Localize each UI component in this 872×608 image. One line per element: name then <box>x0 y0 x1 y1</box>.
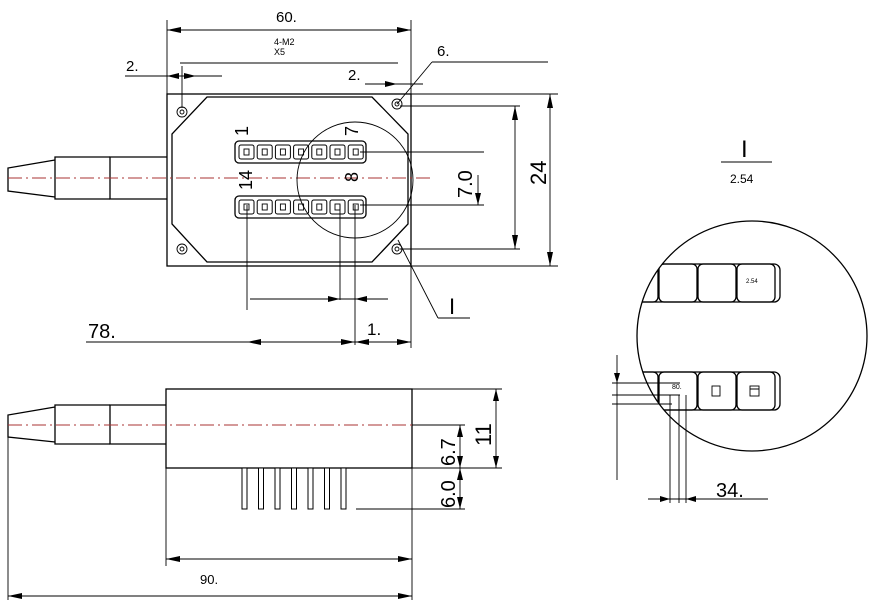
holes-note-line2: X5 <box>274 47 285 57</box>
holes-note-line1: 4-M2 <box>274 37 295 47</box>
side-pin <box>258 467 264 510</box>
connector-pin <box>274 144 291 160</box>
connector-pin <box>256 144 273 160</box>
connector-pin-hole <box>352 148 359 156</box>
dim-detail: 34. <box>612 355 768 503</box>
pin-label-14: 14 <box>236 170 256 190</box>
detail-title: I <box>741 136 748 163</box>
detail-view: I 2.54 2. <box>612 136 868 503</box>
dim-side-pin: 6.0 <box>356 468 465 510</box>
connector-pin-hole <box>316 148 323 156</box>
connector-pin <box>238 199 255 215</box>
connector-pin <box>293 199 310 215</box>
connector-pin-hole <box>243 148 250 156</box>
pin-label-1: 1 <box>232 126 252 136</box>
detail-enlarged-circle <box>636 220 868 452</box>
dim-height: 24 <box>400 93 558 267</box>
side-view: 11 6.7 6.0 90. <box>7 388 502 600</box>
dim-side-total: 11 <box>412 388 502 469</box>
side-pin <box>340 467 347 510</box>
dim-side-body: 6.7 <box>412 424 465 468</box>
detail-row-bottom <box>637 371 781 411</box>
pin-label-8: 8 <box>342 172 362 182</box>
connector-pin <box>347 199 364 215</box>
detail-pitch: 2.54 <box>730 172 754 186</box>
svg-text:60.: 60. <box>276 9 297 26</box>
dim-bottom-pins <box>246 205 388 345</box>
side-pin <box>241 467 248 510</box>
connector-pin-hole <box>279 203 286 211</box>
dim-left-offset: 2. <box>125 58 222 108</box>
side-pin <box>307 467 314 510</box>
svg-text:6.7: 6.7 <box>438 438 460 466</box>
svg-text:78.: 78. <box>88 321 116 343</box>
connector-pin-hole <box>352 203 359 211</box>
connector-pin <box>311 199 328 215</box>
svg-text:90.: 90. <box>200 572 218 587</box>
connector-row-bottom <box>234 195 367 219</box>
svg-text:1.: 1. <box>367 320 381 339</box>
svg-text:11: 11 <box>471 423 496 446</box>
side-pin <box>291 467 297 510</box>
detail-marker-label: I <box>449 294 455 319</box>
svg-text:6.0: 6.0 <box>438 480 460 508</box>
dim-mid-offset: 2. <box>180 62 423 87</box>
connector-pin-hole <box>261 203 268 211</box>
connector-pin-hole <box>298 148 305 156</box>
mounting-holes <box>176 98 403 255</box>
dim-row-spacing: 7.0 <box>360 151 484 206</box>
connector-row-top <box>234 140 367 164</box>
housing-outline <box>166 93 412 267</box>
connector-pin <box>311 144 328 160</box>
connector-pin <box>238 144 255 160</box>
side-body <box>165 388 413 469</box>
connector-pin-hole <box>316 203 323 211</box>
dim-bottom-left: 78. 1. <box>86 266 412 348</box>
housing-inner-octagon <box>171 96 409 263</box>
connector-pin-hole <box>279 148 286 156</box>
detail-pad-label-bottom: 80. <box>672 384 682 391</box>
dim-hole: 6. <box>396 43 548 105</box>
connector-pin-hole <box>261 148 268 156</box>
connector-pin-hole <box>243 203 250 211</box>
detail-pad-label-top: 2.54 <box>746 279 758 285</box>
side-pins <box>241 467 347 510</box>
connector-pin <box>329 144 346 160</box>
top-view: I 1 7 14 8 60. 4-M2 X5 2. <box>7 9 558 348</box>
connector-pin-hole <box>334 148 341 156</box>
pin-label-7: 7 <box>342 126 362 136</box>
svg-text:24: 24 <box>526 161 551 185</box>
side-pin <box>324 467 330 510</box>
connector-pin <box>256 199 273 215</box>
svg-text:7.0: 7.0 <box>455 170 477 198</box>
side-pin <box>274 467 281 510</box>
connector-pin <box>274 199 291 215</box>
svg-text:2.: 2. <box>126 58 139 75</box>
svg-text:2.: 2. <box>348 67 361 84</box>
svg-text:6.: 6. <box>437 43 450 60</box>
svg-text:34.: 34. <box>716 480 744 502</box>
connector-pin <box>329 199 346 215</box>
dim-side-length: 90. <box>7 437 413 600</box>
dim-width: 60. <box>166 9 412 94</box>
connector-pin <box>293 144 310 160</box>
